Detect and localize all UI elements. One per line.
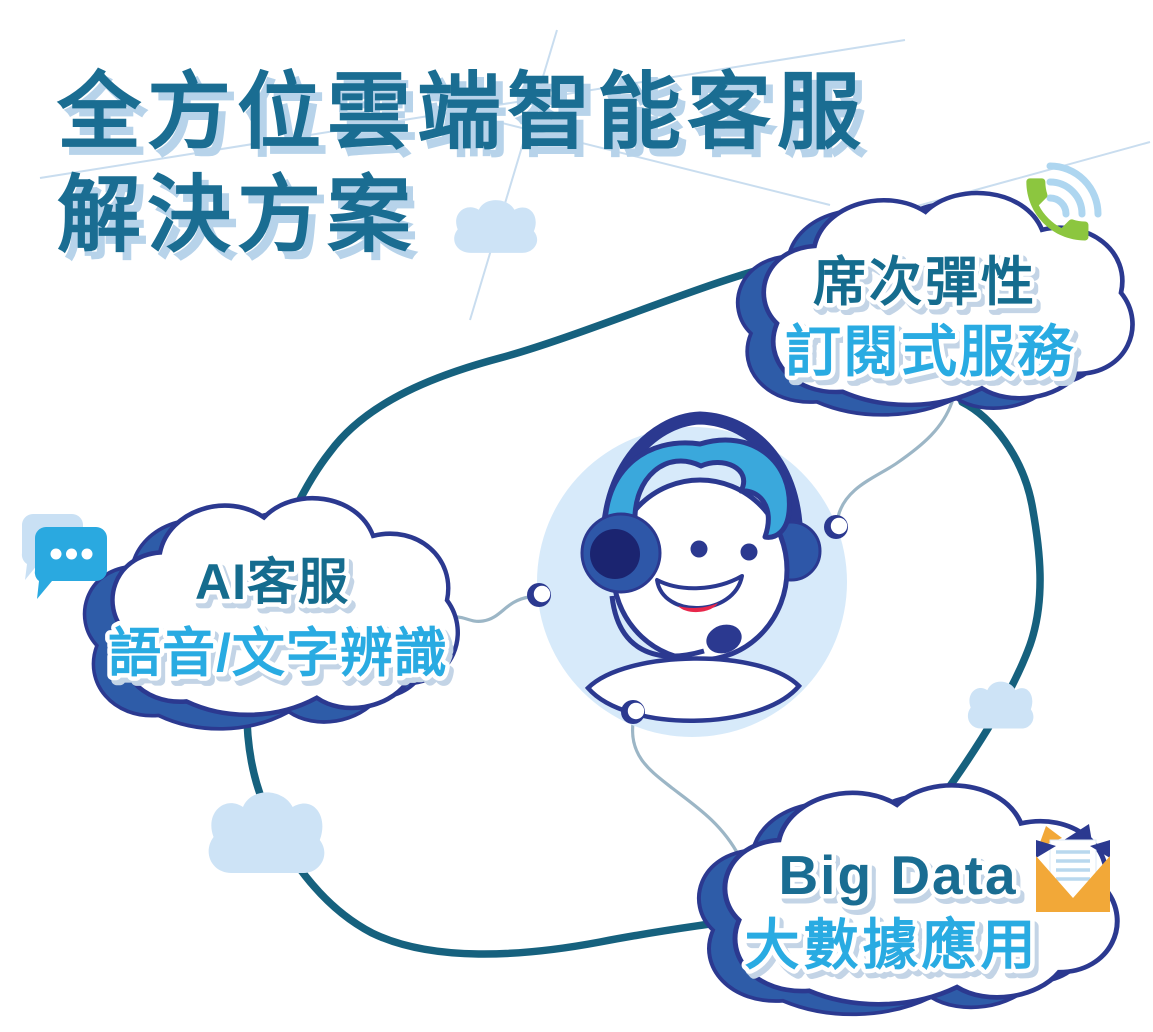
phone-wave-1: [1046, 194, 1070, 218]
blob-outline: [243, 258, 1044, 958]
robot-eye-left: [690, 540, 708, 558]
cloud-bottom-right-label2-shadow: 大數據應用: [748, 919, 1043, 981]
connector-dot-left: [527, 583, 551, 607]
envelope-flap-navy: [1064, 824, 1092, 842]
decor-cloud-top: [454, 200, 538, 253]
decor-cloud-bottom-left: [208, 792, 325, 873]
phone-waves: [1046, 162, 1102, 218]
chat-bubble-front: [34, 527, 108, 599]
cloud-bottom-right-label2: 大數據應用: [744, 914, 1039, 976]
phone-handset-path: [1026, 178, 1089, 241]
phone-icon: [1026, 162, 1102, 241]
cloud-bottom-right-label1-shadow: Big Data: [782, 849, 1021, 911]
envelope-icon: [1036, 824, 1110, 912]
cloud-top-right-label2: 訂閱式服務: [785, 320, 1075, 383]
robot-mouth: [655, 574, 744, 610]
network-line: [429, 104, 831, 206]
center-figure-customer-service-robot: [527, 411, 848, 737]
phone-wave-3: [1046, 162, 1102, 218]
envelope-side-left: [1036, 840, 1056, 858]
network-line: [469, 29, 558, 321]
mic: [706, 624, 742, 654]
decor-cloud-right: [967, 681, 1034, 729]
robot-hair: [602, 437, 792, 548]
mic-boom: [609, 595, 705, 659]
envelope-body: [1036, 856, 1110, 912]
dot-inner: [830, 517, 848, 535]
cloud-left-label2-shadow: 語音/文字辨識: [112, 629, 452, 688]
cloud-top-right-label2-shadow: 訂閱式服務: [789, 325, 1079, 388]
cloud-top-right-label1-shadow: 席次彈性: [817, 258, 1041, 317]
chat-dot: [81, 548, 93, 560]
robot-tongue: [678, 603, 718, 613]
title-line2-shadow: 解決方案: [64, 176, 424, 270]
cloud-left-label1: AI客服: [195, 554, 349, 610]
envelope-side-right: [1090, 840, 1110, 858]
title-line1: 全方位雲端智能客服: [56, 65, 867, 159]
headset-ear-left-pad: [590, 529, 640, 579]
chat-dot: [66, 548, 77, 560]
connector-dot-bottom: [621, 700, 645, 724]
network-line: [39, 39, 906, 179]
connector-dot-right: [824, 515, 848, 539]
robot-eye-right: [740, 543, 758, 561]
title-line1-shadow: 全方位雲端智能客服: [63, 73, 874, 167]
cloud-left-label1-shadow: AI客服: [199, 559, 353, 615]
connector-bottom: [630, 721, 741, 858]
chat-dot: [50, 548, 62, 560]
cloud-bottom-right-label1: Big Data: [778, 844, 1017, 906]
phone-wave-2: [1046, 178, 1086, 218]
phone-handset: [1026, 178, 1089, 241]
envelope-letter-lines: [1056, 850, 1090, 881]
cloud-left-label2: 語音/文字辨識: [108, 624, 448, 683]
connectors: [450, 400, 954, 858]
chat-icon: [21, 514, 108, 599]
dot-inner: [533, 585, 551, 603]
connector-left: [450, 595, 531, 623]
title-line2: 解決方案: [57, 168, 417, 262]
connector-right: [836, 400, 954, 519]
dot-inner: [627, 702, 645, 720]
cloud-top-right-label1: 席次彈性: [813, 253, 1037, 312]
